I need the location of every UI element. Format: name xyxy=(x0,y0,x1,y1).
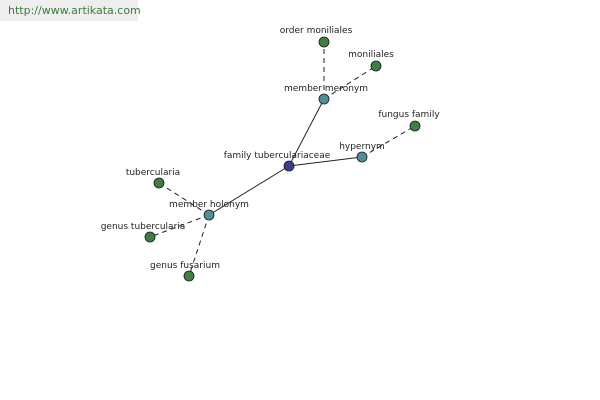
node-dot-order-moniliales[interactable] xyxy=(318,36,330,48)
edge-family-tuberculariaceae-to-member-holonym xyxy=(208,165,290,216)
edge-member-holonym-to-genus-tubercularia xyxy=(149,214,210,238)
node-dot-member-meronym[interactable] xyxy=(318,93,330,105)
node-moniliales[interactable]: moniliales xyxy=(348,50,394,72)
node-genus-fusarium[interactable]: genus fusarium xyxy=(150,261,220,282)
edge-member-meronym-to-moniliales xyxy=(323,65,377,100)
node-family-tuberculariaceae[interactable]: family tuberculariaceae xyxy=(224,151,331,172)
node-tubercularia[interactable]: tubercularia xyxy=(126,168,180,189)
node-dot-tubercularia[interactable] xyxy=(153,177,165,189)
node-member-meronym[interactable]: member meronym xyxy=(284,84,368,105)
node-label-moniliales[interactable]: moniliales xyxy=(348,50,394,60)
node-order-moniliales[interactable]: order moniliales xyxy=(280,26,353,48)
node-label-tubercularia[interactable]: tubercularia xyxy=(126,168,180,178)
edge-hypernym-to-fungus-family xyxy=(361,125,416,158)
node-dot-member-holonym[interactable] xyxy=(203,209,215,221)
node-member-holonym[interactable]: member holonym xyxy=(169,200,249,221)
node-dot-family-tuberculariaceae[interactable] xyxy=(283,160,295,172)
edge-family-tuberculariaceae-to-hypernym xyxy=(288,156,363,167)
edge-family-tuberculariaceae-to-member-meronym xyxy=(288,98,325,167)
node-dot-genus-fusarium[interactable] xyxy=(183,270,195,282)
node-hypernym[interactable]: hypernym xyxy=(339,142,385,163)
source-url-banner[interactable]: http://www.artikata.com xyxy=(0,0,141,21)
node-dot-fungus-family[interactable] xyxy=(409,120,421,132)
node-label-family-tuberculariaceae[interactable]: family tuberculariaceae xyxy=(224,151,331,161)
node-label-genus-tubercularia[interactable]: genus tubercularia xyxy=(101,222,186,232)
node-label-genus-fusarium[interactable]: genus fusarium xyxy=(150,261,220,271)
node-label-member-holonym[interactable]: member holonym xyxy=(169,200,249,210)
edge-member-holonym-to-tubercularia xyxy=(158,182,210,216)
edges-layer xyxy=(149,42,416,277)
edge-member-holonym-to-genus-fusarium xyxy=(188,214,210,277)
node-label-fungus-family[interactable]: fungus family xyxy=(378,110,440,120)
node-label-hypernym[interactable]: hypernym xyxy=(339,142,385,152)
node-fungus-family[interactable]: fungus family xyxy=(378,110,440,132)
node-label-order-moniliales[interactable]: order moniliales xyxy=(280,26,353,36)
node-dot-hypernym[interactable] xyxy=(356,151,368,163)
node-dot-genus-tubercularia[interactable] xyxy=(144,231,156,243)
node-dot-moniliales[interactable] xyxy=(370,60,382,72)
nodes-layer: family tuberculariaceae member meronym hyp… xyxy=(101,26,440,282)
node-genus-tubercularia[interactable]: genus tubercularia xyxy=(101,222,186,243)
node-label-member-meronym[interactable]: member meronym xyxy=(284,84,368,94)
